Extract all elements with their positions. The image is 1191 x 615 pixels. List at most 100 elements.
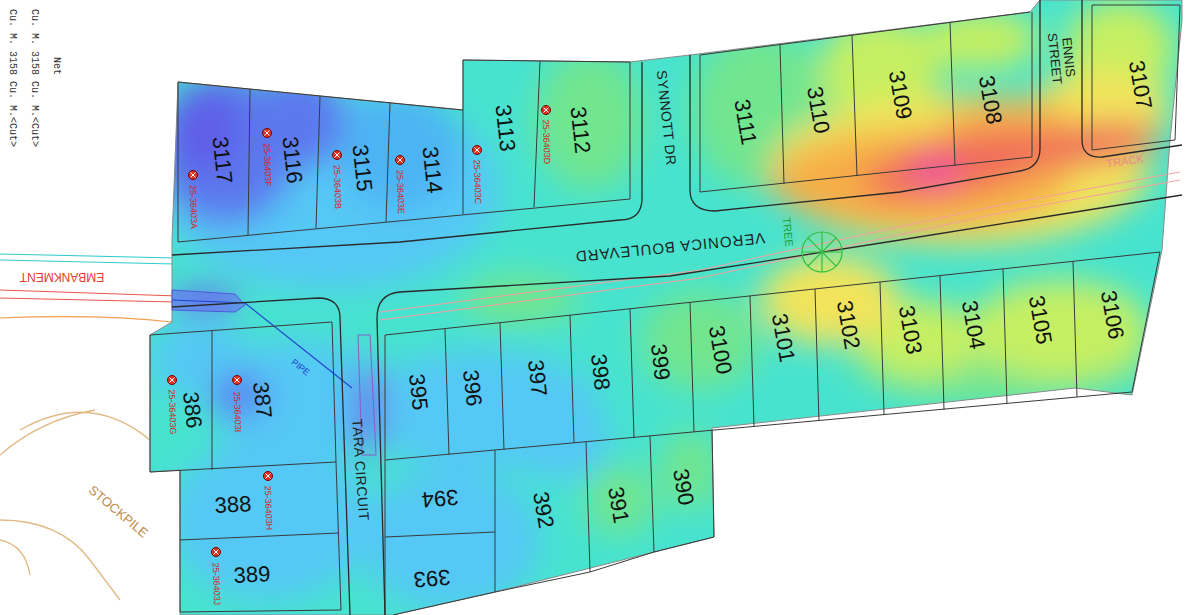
- map-graphic: [170, 378, 175, 383]
- lot-parcel: 3105: [1022, 291, 1058, 349]
- tree-symbol: [802, 232, 842, 272]
- map-note: STOCKPILE: [86, 483, 151, 541]
- map-graphic: [212, 548, 221, 557]
- map-note: PIPE: [289, 358, 311, 378]
- borehole-marker: [264, 472, 273, 481]
- lot-number: 3103: [895, 304, 925, 356]
- borehole-label: 25-36403I: [232, 392, 242, 433]
- map-note: EMBANKMENT: [20, 269, 105, 282]
- borehole-marker: [212, 548, 221, 557]
- lot-parcel: 311225-36403D: [538, 102, 597, 167]
- lot-parcel: 391: [601, 482, 635, 528]
- lot-parcel: 392: [526, 487, 560, 533]
- embankment-lines: [0, 254, 178, 322]
- lot-number: 3104: [958, 299, 988, 351]
- map-graphic: [263, 129, 272, 138]
- lot-number: 395: [405, 373, 431, 412]
- lot-parcel: 399: [644, 340, 676, 385]
- header-text: Cu. M. 3158 Cu. M.<Cut>: [29, 9, 40, 147]
- track-line: [380, 172, 1180, 312]
- street-name: TARA CIRCUIT: [349, 418, 371, 521]
- borehole-marker: [396, 156, 405, 165]
- borehole-marker: [189, 171, 198, 180]
- lot-number: 392: [529, 490, 557, 530]
- lot-number: 390: [669, 467, 697, 507]
- map-graphic: [398, 158, 403, 163]
- embankment-line: [0, 260, 175, 264]
- lot-number: 3110: [803, 85, 833, 135]
- embankment-line: [0, 254, 175, 258]
- lot-parcel: 398: [584, 350, 616, 395]
- map-graphic: [970, 280, 1150, 380]
- header-text: Cu. M. 3158 Cu. M.<Cut>: [7, 9, 18, 147]
- lot-parcel: 387 25-36403I: [229, 378, 278, 436]
- borehole-label: 25-36403A: [188, 185, 199, 229]
- lot-parcel: 3106: [1094, 286, 1130, 344]
- lot-parcel: 3117 25-36403A: [185, 132, 239, 232]
- lot-parcel: 3110: [800, 82, 836, 138]
- lot-parcel: 38625-36403G: [164, 386, 208, 437]
- kerb-line: [377, 195, 1182, 615]
- map-graphic: [802, 232, 842, 272]
- road-kerbs: [172, 0, 1182, 615]
- lot-number: 3116: [279, 135, 306, 184]
- map-graphic: [542, 106, 551, 115]
- borehole-marker: [168, 376, 177, 385]
- lot-parcel: 3100: [702, 321, 738, 379]
- map-note: TRACK: [1106, 152, 1145, 169]
- lot-number: 387: [249, 381, 275, 420]
- header-text: Net: [51, 57, 62, 75]
- map-graphic: [233, 376, 242, 385]
- stockpile-contour: [0, 410, 95, 455]
- kerb-line: [172, 298, 350, 615]
- lot-parcel: 3108: [972, 71, 1008, 129]
- map-graphic: [264, 472, 273, 481]
- map-graphic: [911, 154, 959, 190]
- lot-number: 3112: [567, 105, 594, 154]
- lot-line: [385, 252, 1160, 615]
- track-lines: [380, 172, 1180, 320]
- lot-line: [385, 430, 714, 615]
- lot-number: 386: [179, 391, 205, 430]
- kerb-line: [172, 62, 642, 255]
- map-graphic: [335, 153, 340, 158]
- lot-number: 3101: [768, 312, 798, 364]
- map-graphic: [214, 550, 219, 555]
- borehole-marker: [542, 106, 551, 115]
- map-graphic: [189, 171, 198, 180]
- lot-parcel: 3107: [1122, 56, 1158, 114]
- lot-parcel: 394: [418, 482, 462, 513]
- borehole-label: 25-36403G: [167, 389, 178, 434]
- lot-number: 396: [459, 369, 485, 408]
- map-graphic: [475, 148, 480, 153]
- lot-number: 3102: [833, 299, 863, 351]
- lot-number: 399: [647, 343, 673, 382]
- map-graphic: [191, 173, 196, 178]
- lot-number: 3106: [1097, 289, 1127, 341]
- lot-number: 3100: [705, 324, 735, 376]
- lot-parcel: 311525-36403B: [329, 140, 379, 212]
- lot-parcel: 396: [456, 366, 488, 411]
- lot-number: 3111: [730, 98, 760, 147]
- lot-number: 3114: [419, 145, 446, 194]
- borehole-marker: [473, 146, 482, 155]
- lot-number: 3117: [209, 135, 236, 184]
- map-graphic: [640, 290, 760, 390]
- borehole-label: 25-36403B: [332, 165, 343, 209]
- lot-number: 3113: [492, 103, 519, 152]
- borehole-label: 25-36403F: [262, 143, 273, 187]
- lot-parcel: 3109: [882, 66, 918, 124]
- lot-parcel: 393: [410, 562, 454, 593]
- kerb-line: [690, 0, 1040, 211]
- borehole-marker: [333, 151, 342, 160]
- lot-parcel: 3103: [892, 301, 928, 359]
- lot-line: [150, 322, 341, 612]
- map-graphic: [544, 108, 549, 113]
- map-graphic: [510, 400, 610, 480]
- lot-number: 391: [604, 485, 632, 525]
